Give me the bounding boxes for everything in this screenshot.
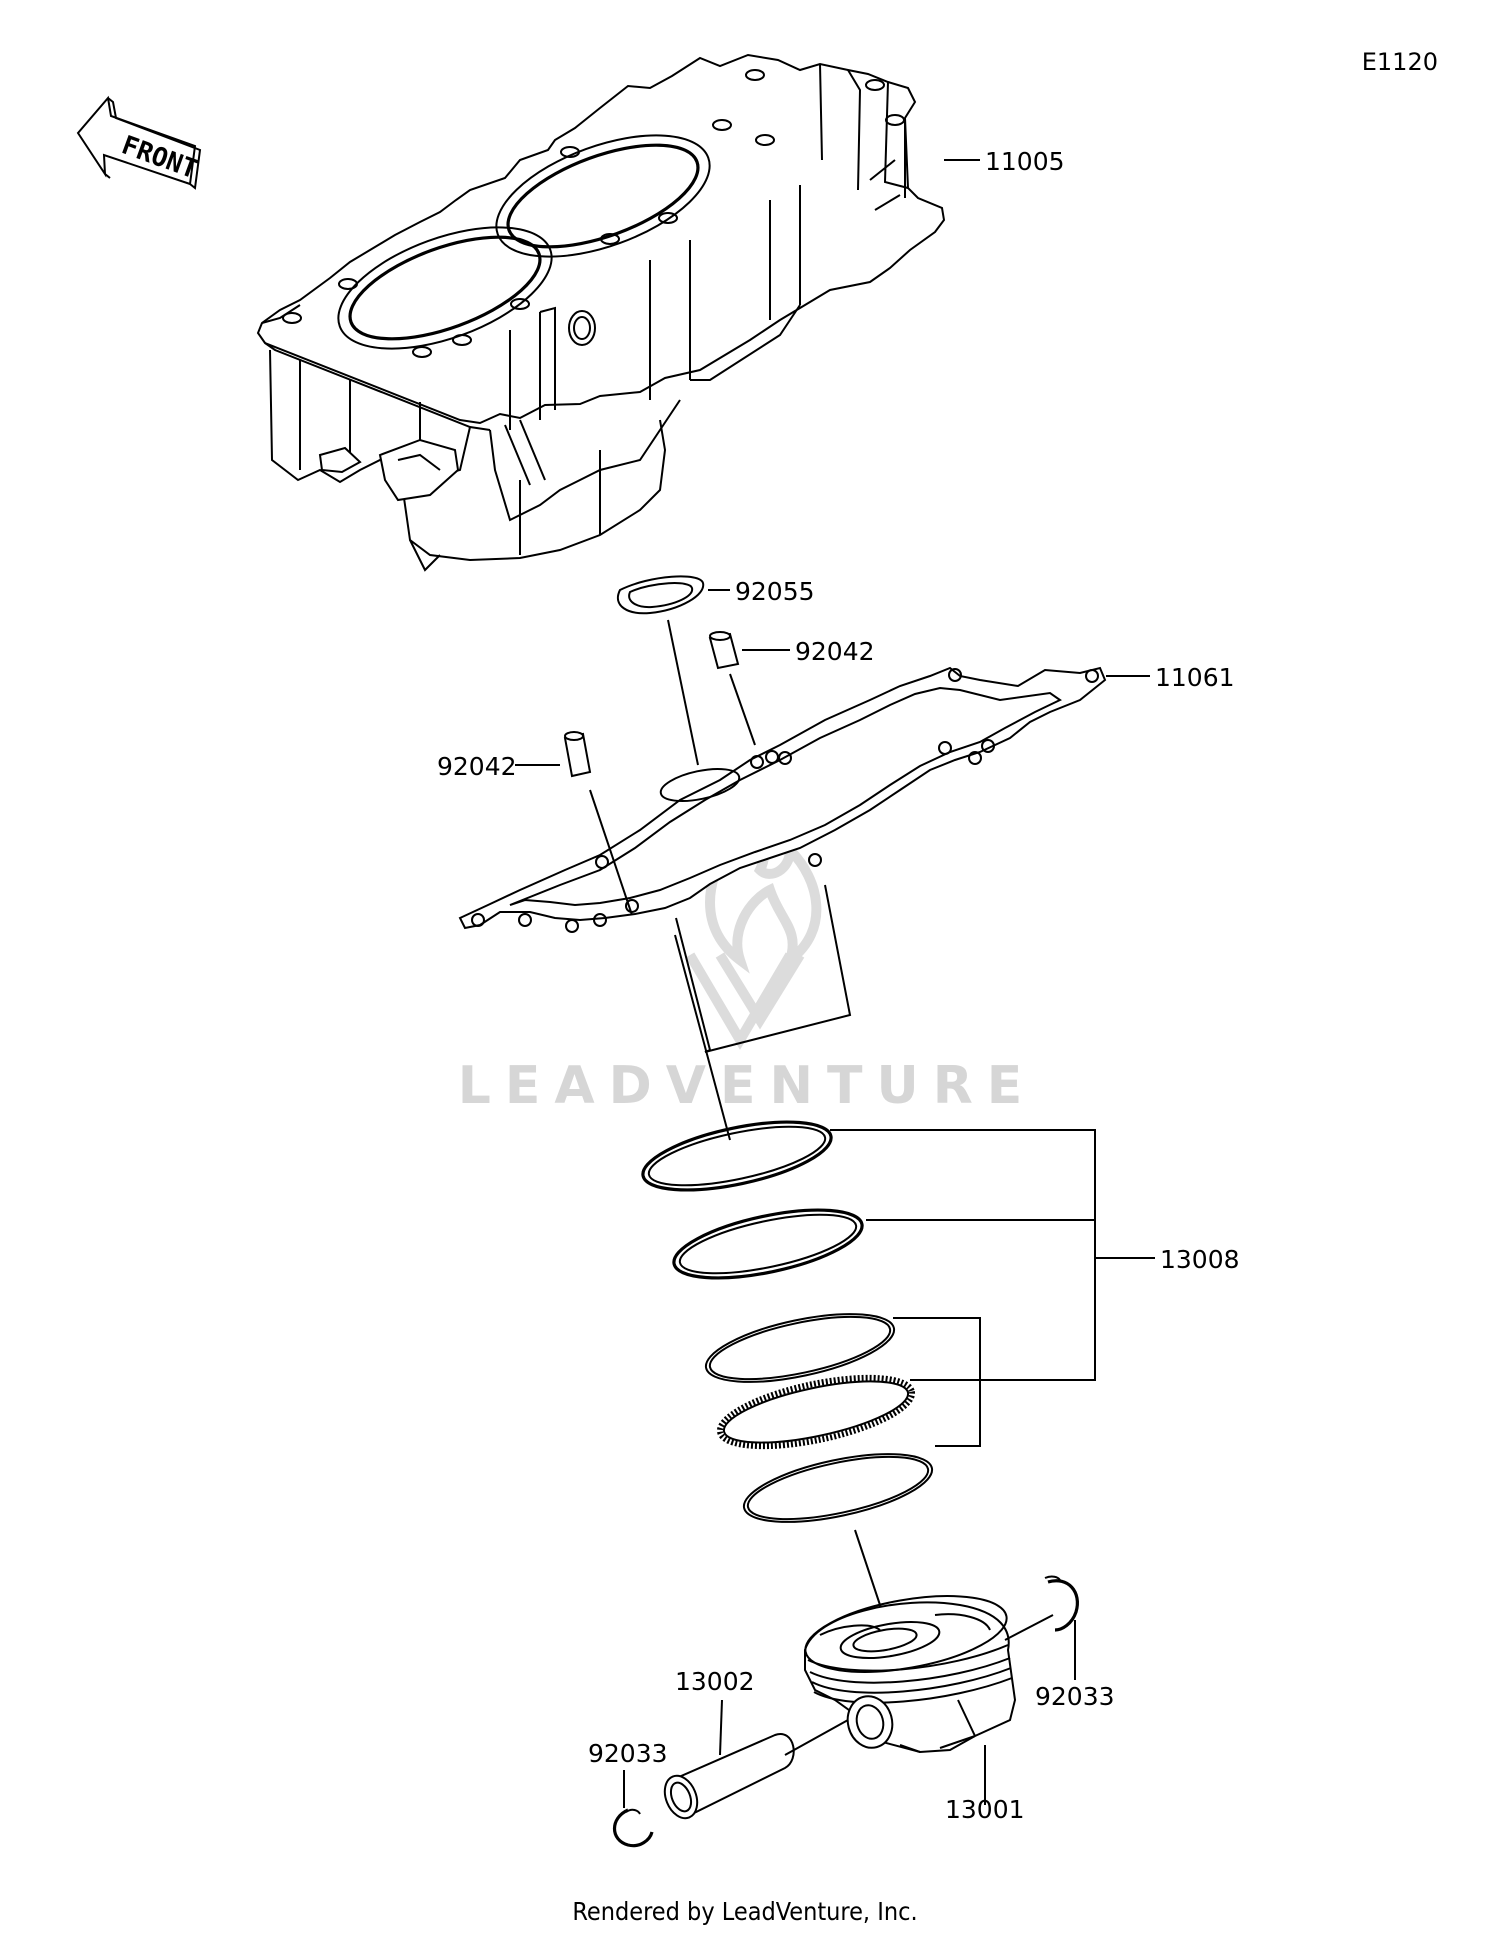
cylinder-bore-2 [506, 143, 700, 249]
label-dowel-pin-left[interactable]: 92042 [437, 752, 517, 781]
dowel-pin-left[interactable] [563, 731, 592, 778]
label-o-ring[interactable]: 92055 [735, 577, 815, 606]
cylinder-block[interactable] [256, 53, 946, 572]
label-circlip-left[interactable]: 92033 [588, 1739, 668, 1768]
dowel-pin-right[interactable] [708, 631, 740, 670]
label-piston-ring-set[interactable]: 13008 [1160, 1245, 1240, 1274]
piston-ring-2 [672, 1208, 864, 1280]
watermark: LEADVENTURE [458, 823, 1037, 1116]
cylinder-bore-1 [348, 235, 542, 341]
label-gasket[interactable]: 11061 [1155, 663, 1235, 692]
cylinder-gasket[interactable] [458, 666, 1107, 933]
oil-ring-rail-upper [704, 1313, 896, 1383]
front-arrow-icon: FRONT [76, 95, 201, 190]
diagram-code: E1120 [1362, 48, 1438, 76]
oil-ring-rail-lower [742, 1453, 934, 1523]
piston-pin[interactable] [659, 1733, 795, 1823]
piston[interactable] [800, 1583, 1017, 1754]
o-ring[interactable] [617, 575, 705, 615]
oil-ring-expander [716, 1374, 916, 1450]
label-circlip-right[interactable]: 92033 [1035, 1682, 1115, 1711]
footer-credit: Rendered by LeadVenture, Inc. [572, 1897, 917, 1926]
piston-ring-set[interactable] [637, 1109, 937, 1536]
label-piston-pin[interactable]: 13002 [675, 1667, 755, 1696]
label-piston[interactable]: 13001 [945, 1795, 1025, 1824]
label-dowel-pin-right[interactable]: 92042 [795, 637, 875, 666]
leadventure-flame-logo [685, 823, 822, 1050]
circlip-right[interactable] [1044, 1575, 1079, 1632]
label-cylinder[interactable]: 11005 [985, 147, 1065, 176]
circlip-left[interactable] [612, 1808, 654, 1848]
watermark-text: LEADVENTURE [458, 1056, 1037, 1116]
piston-ring-1 [641, 1120, 833, 1192]
